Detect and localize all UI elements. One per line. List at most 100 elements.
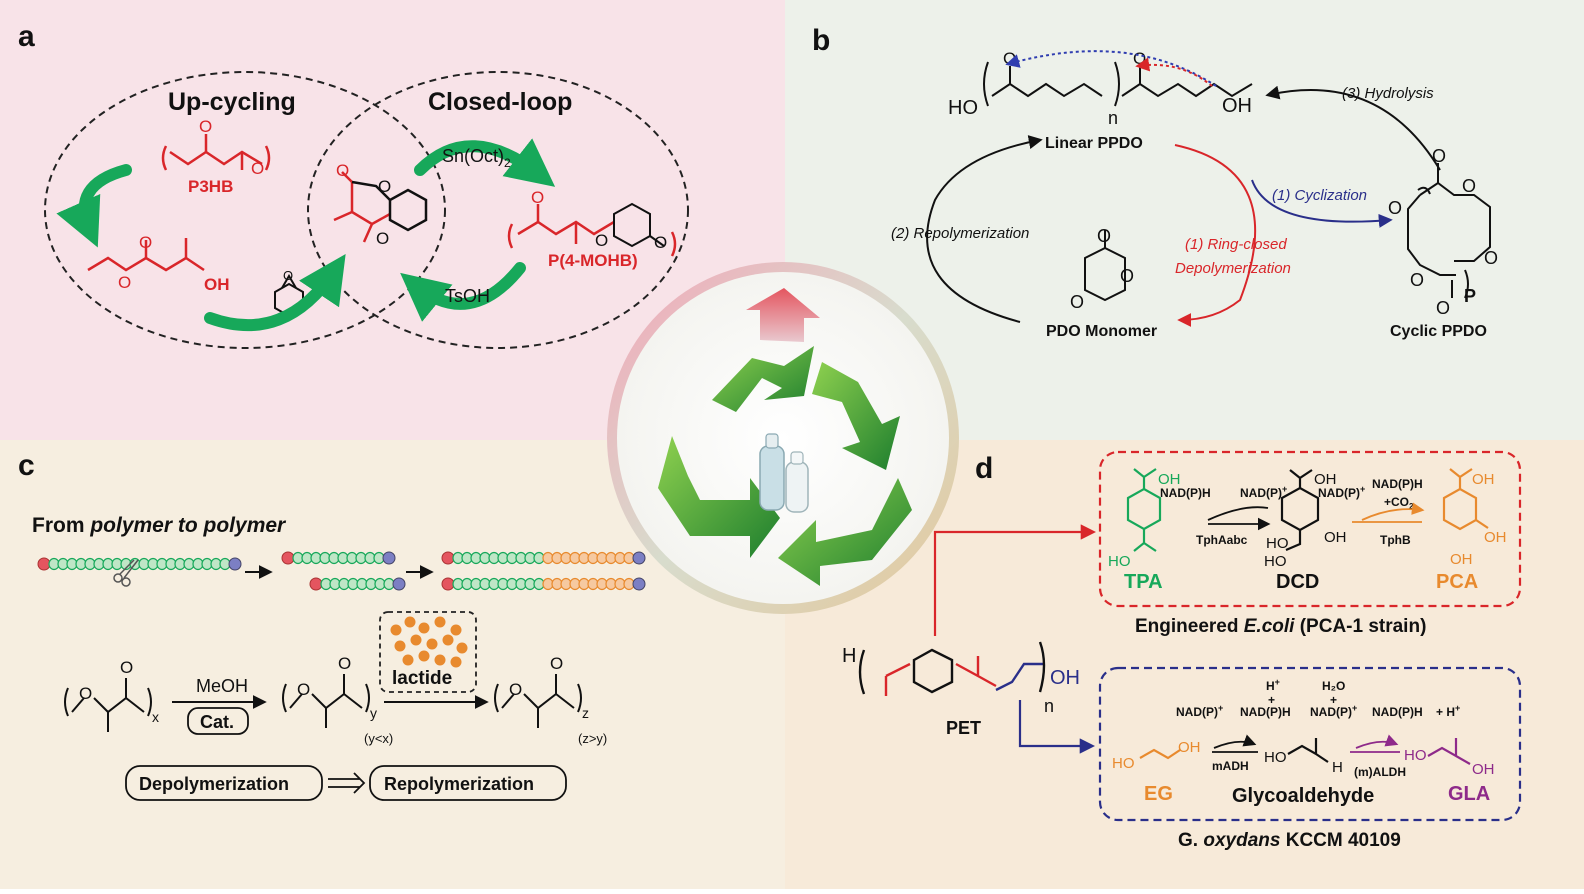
chain-end-bead bbox=[441, 577, 455, 591]
pdo-o-ring1: O bbox=[1120, 266, 1134, 286]
pca-oh-bottom: OH bbox=[1450, 551, 1473, 568]
gla-structure bbox=[1427, 738, 1471, 765]
ox-h2o: H₂O bbox=[1322, 679, 1345, 693]
lactide-dot bbox=[404, 616, 416, 628]
polylactide-z bbox=[494, 674, 582, 728]
pet-h: H bbox=[842, 645, 856, 667]
ring-closed-label-1: (1) Ring-closed bbox=[1185, 236, 1287, 253]
bicyclic-lactone-structure bbox=[333, 171, 428, 243]
lactide-dot bbox=[450, 656, 462, 668]
dcd-ho-1: HO bbox=[1266, 535, 1289, 552]
bead-chains bbox=[37, 551, 646, 591]
ppdo-o-1: O bbox=[1003, 49, 1016, 68]
pca-oh-top: OH bbox=[1472, 471, 1495, 488]
polylactide-y bbox=[282, 674, 370, 728]
panel-b-letter: b bbox=[812, 24, 830, 57]
hydrolysis-arrow bbox=[1265, 85, 1441, 171]
epoxide-o: O bbox=[283, 268, 293, 283]
closedloop-title: Closed-loop bbox=[428, 88, 572, 116]
chain-end-bead bbox=[309, 577, 323, 591]
closedloop-arrow-bottom bbox=[400, 262, 526, 322]
ecoli-caption: Engineered E.coli (PCA-1 strain) bbox=[1135, 616, 1426, 637]
lactide-dot bbox=[390, 624, 402, 636]
p4mohb-o-ester: O bbox=[595, 231, 608, 250]
dcd-oh-right: OH bbox=[1324, 529, 1347, 546]
tphaabc-label: TphAabc bbox=[1196, 533, 1248, 547]
dcd-label: DCD bbox=[1276, 571, 1319, 593]
lactide-dots bbox=[390, 616, 468, 668]
panel-a-green-arrows bbox=[56, 138, 556, 332]
eg-label: EG bbox=[1144, 783, 1173, 805]
cyclic-o-2: O bbox=[1462, 176, 1476, 196]
lactone-o-ring1: O bbox=[378, 177, 391, 196]
chain-end-bead bbox=[281, 551, 295, 565]
ox-nadp-2: NAD(P)+ bbox=[1310, 703, 1357, 719]
ppdo-n: n bbox=[1108, 108, 1118, 128]
meoh-label: MeOH bbox=[196, 676, 248, 696]
repolymerization-c-label: Repolymerization bbox=[384, 774, 534, 794]
linear-ppdo-label: Linear PPDO bbox=[1045, 135, 1143, 152]
lactone-o-carbonyl: O bbox=[336, 161, 349, 180]
lactide-dot bbox=[402, 654, 414, 666]
poly-x-sub: x bbox=[152, 709, 159, 725]
eg-oh: OH bbox=[1178, 739, 1201, 756]
snoct-label: Sn(Oct)2 bbox=[442, 146, 511, 170]
gla-label: GLA bbox=[1448, 783, 1490, 805]
upcycling-title: Up-cycling bbox=[168, 88, 296, 116]
cyclic-o-6: O bbox=[1436, 298, 1450, 318]
ring-closed-label-2: Depolymerization bbox=[1175, 260, 1291, 277]
ox-nadph-2: NAD(P)H bbox=[1372, 705, 1423, 719]
gla-oh: OH bbox=[1472, 761, 1495, 778]
cyclic-ppdo-label: Cyclic PPDO bbox=[1390, 323, 1487, 340]
pet-n: n bbox=[1044, 696, 1054, 716]
chain-end-bead bbox=[632, 577, 646, 591]
tphb-arrow bbox=[1352, 509, 1422, 523]
panel-b: b HO OH O O n Linear PPDO (3) Hydrolysis… bbox=[812, 24, 1498, 340]
dcd-oh-top: OH bbox=[1314, 471, 1337, 488]
poly-z-note: (z>y) bbox=[578, 731, 607, 746]
tpa-nadph: NAD(P)H bbox=[1160, 486, 1211, 500]
cyclic-o-4: O bbox=[1484, 248, 1498, 268]
pdo-monomer-label: PDO Monomer bbox=[1046, 323, 1157, 340]
p4mohb-o-ether: O bbox=[654, 233, 667, 252]
madh-label: mADH bbox=[1212, 759, 1249, 773]
red-up-arrow-icon bbox=[746, 288, 820, 342]
polylactide-x bbox=[64, 678, 152, 732]
pet-oh: OH bbox=[1050, 667, 1080, 689]
pdo-monomer-structure bbox=[1084, 230, 1126, 302]
glyco-h: H bbox=[1332, 759, 1343, 776]
eg-structure bbox=[1139, 748, 1181, 760]
tphb-label: TphB bbox=[1380, 533, 1411, 547]
closedloop-arrow-top bbox=[414, 138, 556, 187]
pca-oh-right: OH bbox=[1484, 529, 1507, 546]
ehb-o-carbonyl: O bbox=[139, 233, 152, 252]
ehb-o-ester: O bbox=[118, 273, 131, 292]
p3hb-structure bbox=[161, 134, 271, 171]
glycoaldehyde-label: Glycoaldehyde bbox=[1232, 785, 1374, 807]
lactide-dot bbox=[442, 634, 454, 646]
oxydans-box bbox=[1098, 666, 1522, 822]
pdo-o-ring2: O bbox=[1070, 292, 1084, 312]
p4mohb-structure bbox=[507, 204, 615, 249]
ethyl-hydroxybutyrate-structure bbox=[87, 238, 205, 272]
lactide-dot bbox=[450, 624, 462, 636]
maldh-arrow bbox=[1350, 742, 1400, 752]
poly-x-o1: O bbox=[79, 684, 92, 703]
panel-c-heading: From polymer to polymer bbox=[32, 514, 287, 537]
cat-label: Cat. bbox=[200, 712, 234, 732]
tpa-ho: HO bbox=[1108, 553, 1131, 570]
tpa-label: TPA bbox=[1124, 571, 1163, 593]
repolymerization-arrow bbox=[926, 135, 1043, 323]
ehb-oh: OH bbox=[204, 275, 230, 294]
pet-to-ecoli-arrow bbox=[933, 524, 1097, 636]
eg-ho: HO bbox=[1112, 755, 1135, 772]
lactide-dot bbox=[410, 634, 422, 646]
p4mohb-ring bbox=[613, 202, 677, 257]
upcycling-arrow-left bbox=[56, 164, 132, 248]
depolymerization-label: Depolymerization bbox=[139, 774, 289, 794]
cyclization-arrow bbox=[1251, 179, 1393, 228]
cyclic-o-5: O bbox=[1410, 270, 1424, 290]
chain-end-bead bbox=[37, 557, 51, 571]
tsoh-label: TsOH bbox=[445, 286, 490, 306]
lactide-box bbox=[379, 611, 477, 693]
